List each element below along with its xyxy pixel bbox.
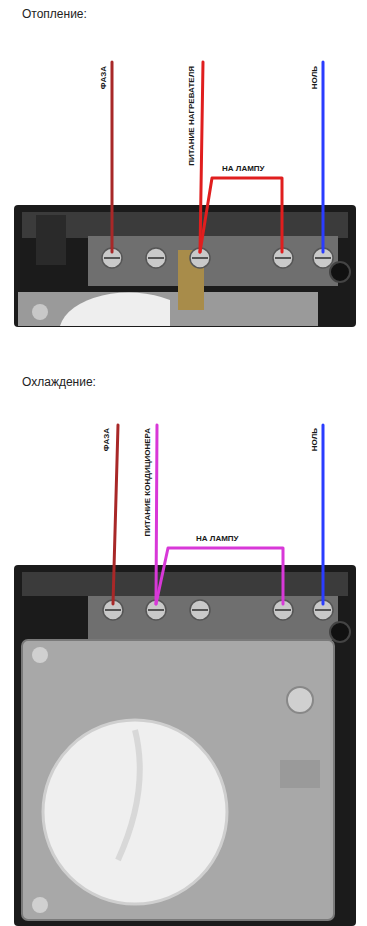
phase-wire [113,425,118,604]
neutral-wire [322,62,325,252]
section-heading: Охлаждение: [22,376,96,388]
thermostat-housing [14,565,356,926]
neutral-wire [322,425,325,604]
terminal-screws [102,248,333,268]
wire-label: НОЛЬ [311,428,319,451]
wire-label: НА ЛАМПУ [196,535,239,543]
lamp-wire [200,178,282,252]
wire-label: НОЛЬ [311,66,319,89]
wire-label: ПИТАНИЕ НАГРЕВАТЕЛЯ [188,66,196,166]
lamp-wire [156,548,283,604]
wire-label: ФАЗА [103,428,111,451]
heater-wire [200,62,203,252]
conditioner-wire [156,425,157,604]
wire-label: ФАЗА [100,66,108,89]
wire-label: НА ЛАМПУ [222,165,265,173]
phase-wire [111,62,114,252]
wire-label: ПИТАНИЕ КОНДИЦИОНЕРА [144,428,152,536]
thermostat-housing [14,205,356,327]
section-heading: Отопление: [22,8,87,20]
terminal-screws [103,600,333,620]
